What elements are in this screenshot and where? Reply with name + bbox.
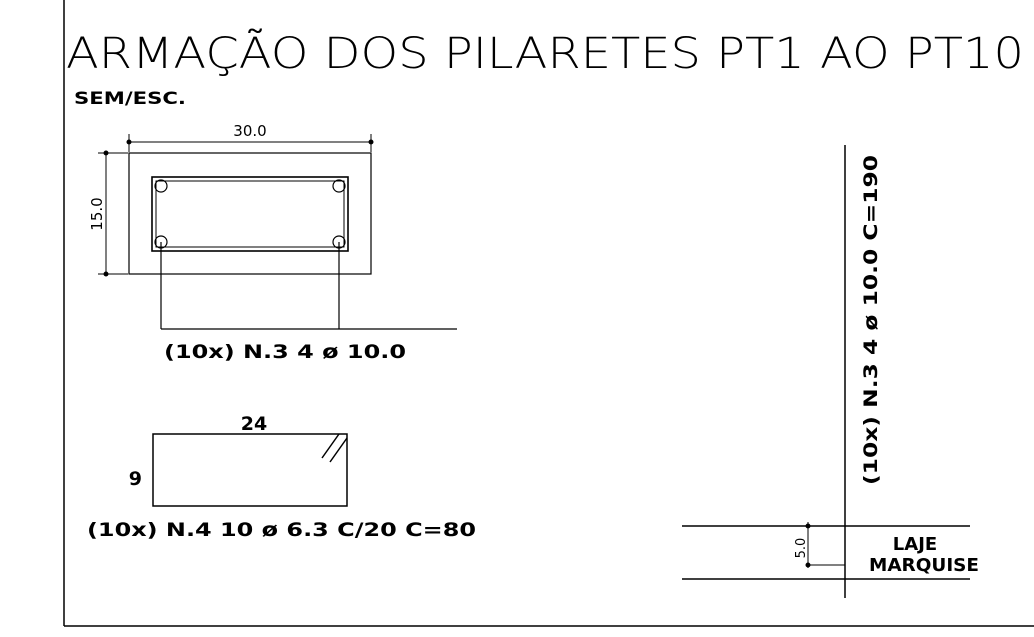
- stirrup-side-dimension: 9: [129, 468, 142, 490]
- stirrup-outer: [151, 176, 349, 252]
- slab-label-line1: LAJE: [893, 534, 937, 555]
- slab-label-line2: MARQUISE: [869, 555, 979, 576]
- rebar-bar: [332, 179, 346, 193]
- stirrup-hook: [321, 433, 340, 459]
- vertical-rebar-callout: (10x) N.3 4 ø 10.0 C=190: [860, 155, 882, 485]
- stirrup-top-dimension: 24: [241, 413, 267, 435]
- rebar-bar: [154, 179, 168, 193]
- width-dimension: [126, 134, 374, 152]
- stirrup-callout: (10x) N.4 10 ø 6.3 C/20 C=80: [87, 519, 476, 541]
- stirrup-shape: [152, 433, 348, 507]
- width-dimension-label: 30.0: [233, 122, 266, 140]
- concrete-outline: [128, 152, 372, 275]
- stirrup-hook: [329, 437, 348, 463]
- scale-note: SEM/ESC.: [74, 89, 186, 109]
- drawing-title: ARMAÇÃO DOS PILARETES PT1 AO PT10: [66, 28, 1024, 79]
- pillar-elevation: [682, 145, 970, 598]
- rebar-callout: (10x) N.3 4 ø 10.0: [164, 341, 406, 363]
- sheet-border: [63, 0, 1034, 627]
- embed-dimension: [805, 522, 845, 568]
- embed-dimension-label: 5.0: [794, 538, 809, 559]
- stirrup-detail: [152, 433, 348, 507]
- height-dimension-label: 15.0: [88, 197, 106, 230]
- pillar-cross-section: [128, 152, 457, 330]
- height-dimension: [98, 150, 128, 277]
- stirrup-inner: [155, 180, 345, 248]
